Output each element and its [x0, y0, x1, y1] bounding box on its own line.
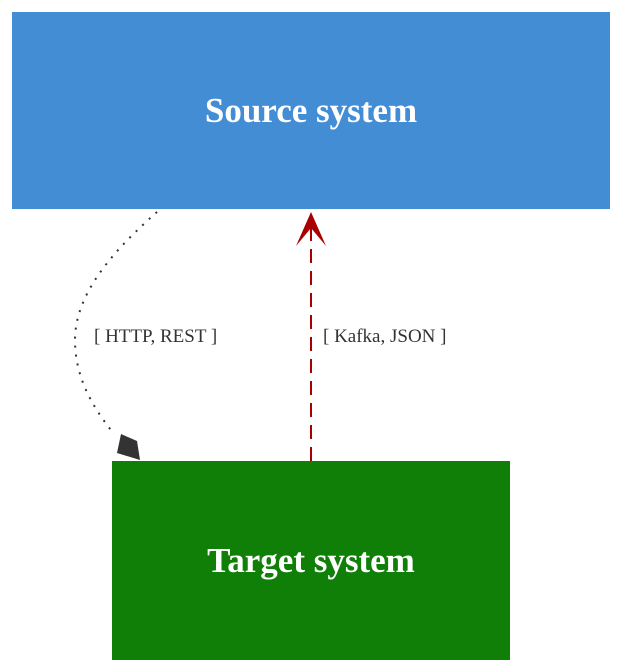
node-target-system[interactable]: Target system	[112, 461, 510, 660]
source-system-box	[12, 12, 610, 209]
arrow-head-icon	[296, 212, 326, 246]
edge-kafka-json[interactable]: [ Kafka, JSON ]	[296, 212, 446, 461]
diamond-head-icon	[117, 434, 140, 460]
edge-kafka-json-label: [ Kafka, JSON ]	[323, 326, 446, 347]
edge-http-rest[interactable]: [ HTTP, REST ]	[73, 211, 217, 460]
target-system-label: Target system	[207, 541, 415, 580]
edge-http-rest-label: [ HTTP, REST ]	[94, 326, 217, 347]
node-source-system[interactable]: Source system	[12, 12, 610, 209]
target-system-box	[112, 461, 510, 660]
source-system-label: Source system	[205, 91, 417, 130]
edge-http-rest-line	[73, 211, 158, 435]
